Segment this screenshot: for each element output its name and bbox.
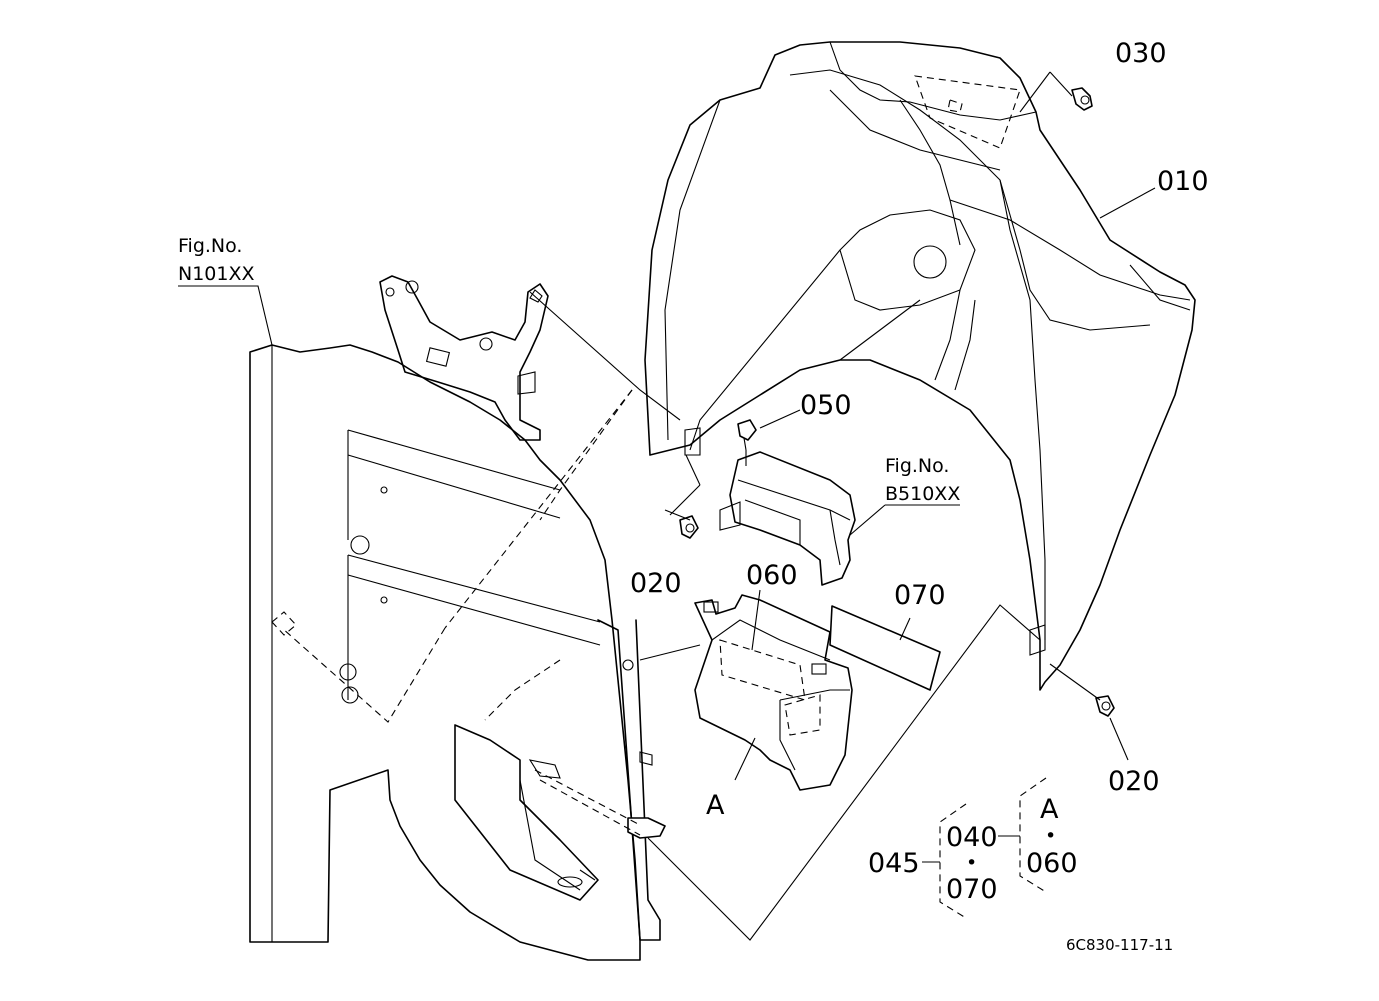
label-060: 060 — [746, 560, 798, 591]
bolt-030 — [1071, 87, 1093, 111]
clip-part — [528, 759, 666, 839]
label-070: 070 — [894, 580, 946, 611]
label-kit-070: 070 — [946, 874, 998, 905]
kit-group — [922, 777, 1047, 919]
plate-060 — [694, 594, 853, 791]
label-kit-a: A — [1040, 794, 1059, 825]
hood-cover-010 — [644, 41, 1196, 691]
drawing-code: 6C830-117-11 — [1066, 936, 1173, 954]
bolt-020-right — [1095, 695, 1115, 717]
bolt-020-left — [679, 515, 699, 539]
fig-ref-1-title: Fig.No. — [178, 235, 242, 257]
label-detail-a: A — [706, 790, 725, 821]
label-010: 010 — [1157, 166, 1209, 197]
label-kit-060: 060 — [1026, 848, 1078, 879]
label-020-right: 020 — [1108, 766, 1160, 797]
label-kit-040: 040 — [946, 822, 998, 853]
ecu-bracket — [719, 451, 856, 586]
label-050: 050 — [800, 390, 852, 421]
kit-dot-2: • — [1045, 825, 1056, 847]
fig-ref-2-code: B510XX — [885, 483, 960, 505]
fig-ref-1-code: N101XX — [178, 263, 255, 285]
kit-dot-1: • — [966, 852, 977, 874]
body-panel — [249, 275, 661, 961]
leader-lines — [178, 71, 1156, 941]
pad-070 — [829, 605, 941, 691]
label-030: 030 — [1115, 38, 1167, 69]
label-020-left: 020 — [630, 568, 682, 599]
fig-ref-2-title: Fig.No. — [885, 455, 949, 477]
label-045: 045 — [868, 848, 920, 879]
bolt-050 — [737, 419, 757, 451]
